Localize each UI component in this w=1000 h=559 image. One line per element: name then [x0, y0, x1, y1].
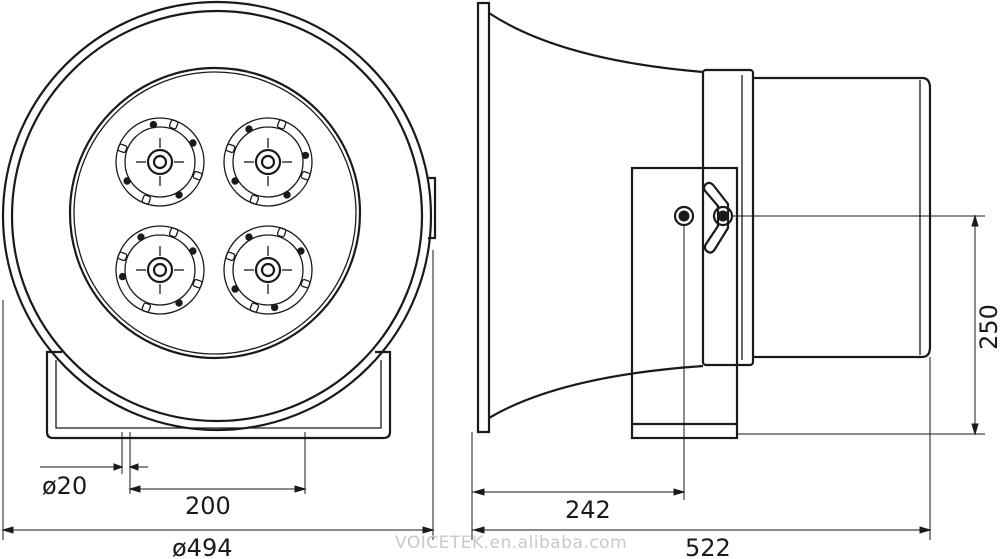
- side-dimensions: [471, 214, 985, 540]
- outer-rim: [1, 0, 433, 432]
- horn-flare: [488, 12, 704, 74]
- front-dimensions: [1, 250, 435, 540]
- mounting-bracket: [45, 350, 392, 440]
- driver-unit: [115, 225, 205, 315]
- dim-depth-to-bracket: 242: [565, 496, 611, 524]
- driver-group: [115, 117, 313, 315]
- driver-panel: [68, 66, 362, 360]
- watermark: VOICETEK.en.alibaba.com: [395, 533, 627, 553]
- dim-hole-diameter: ø20: [42, 472, 87, 500]
- adjustment-slot: [702, 181, 730, 254]
- driver-housing: [753, 76, 932, 359]
- front-view: [1, 0, 437, 440]
- driver-panel-inner: [73, 71, 357, 355]
- dim-outer-diameter: ø494: [172, 534, 233, 559]
- side-view: [476, 1, 932, 440]
- driver-unit: [223, 117, 313, 207]
- dim-height: 250: [975, 304, 1000, 350]
- horn-mouth: [476, 1, 491, 434]
- driver-unit: [223, 225, 313, 315]
- inner-rim: [10, 9, 424, 423]
- dim-mount-spacing: 200: [185, 492, 231, 520]
- driver-unit: [115, 117, 205, 207]
- dim-total-length: 522: [685, 534, 731, 559]
- horn-collar: [701, 68, 755, 367]
